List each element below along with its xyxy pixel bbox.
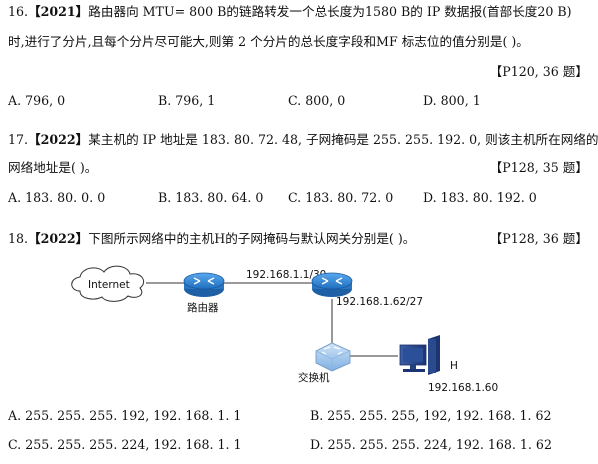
router-1-label: 路由器 xyxy=(187,301,219,314)
q17-option-d: D. 183. 80. 192. 0 xyxy=(423,190,537,205)
host-computer-icon xyxy=(399,335,440,375)
host-ip-label: 192.168.1.60 xyxy=(428,382,498,394)
internet-label: Internet xyxy=(88,279,130,291)
q16-option-d: D. 800, 1 xyxy=(423,93,481,108)
q17-reference: 【P128, 35 题】 xyxy=(489,160,588,175)
q18-option-c: C. 255. 255. 255. 224, 192. 168. 1. 1 xyxy=(8,437,242,452)
q18-option-d: D. 255. 255. 255. 224, 192. 168. 1. 62 xyxy=(310,437,552,452)
q16-reference: 【P120, 36 题】 xyxy=(489,64,588,79)
q16-line1: 16.【2021】路由器向 MTU= 800 B的链路转发一个总长度为1580 … xyxy=(8,4,572,19)
link-ip-label: 192.168.1.1/30 xyxy=(246,269,326,281)
q16-line2: 时,进行了分片,且每个分片尽可能大,则第 2 个分片的总长度字段和MF 标志位的… xyxy=(8,34,529,49)
router-2-ip-label: 192.168.1.62/27 xyxy=(336,296,423,308)
q16-option-b: B. 796, 1 xyxy=(158,93,216,108)
q18-reference: 【P128, 36 题】 xyxy=(489,231,588,246)
host-label: H xyxy=(450,360,458,372)
router-2-icon xyxy=(311,272,353,297)
router-1-icon xyxy=(183,272,225,297)
switch-label: 交换机 xyxy=(298,371,330,384)
switch-icon xyxy=(315,342,351,372)
q16-option-a: A. 796, 0 xyxy=(8,93,66,108)
q17-option-a: A. 183. 80. 0. 0 xyxy=(8,190,106,205)
q17-option-b: B. 183. 80. 64. 0 xyxy=(158,190,264,205)
q17-option-c: C. 183. 80. 72. 0 xyxy=(288,190,394,205)
q18-option-b: B. 255. 255. 255, 192, 192. 168. 1. 62 xyxy=(310,408,552,423)
network-diagram: Internet 路由器 192.168.1.1/30 192.168.1.62… xyxy=(71,265,498,394)
internet-cloud-icon xyxy=(71,265,145,302)
q18-line1: 18.【2022】下图所示网络中的主机H的子网掩码与默认网关分别是( )。 xyxy=(8,231,416,246)
q16-option-c: C. 800, 0 xyxy=(288,93,346,108)
q17-line1: 17.【2022】某主机的 IP 地址是 183. 80. 72. 48, 子网… xyxy=(8,132,598,147)
q18-option-a: A. 255. 255. 255. 192, 192. 168. 1. 1 xyxy=(8,408,242,423)
q17-line2: 网络地址是( )。 xyxy=(8,160,98,175)
